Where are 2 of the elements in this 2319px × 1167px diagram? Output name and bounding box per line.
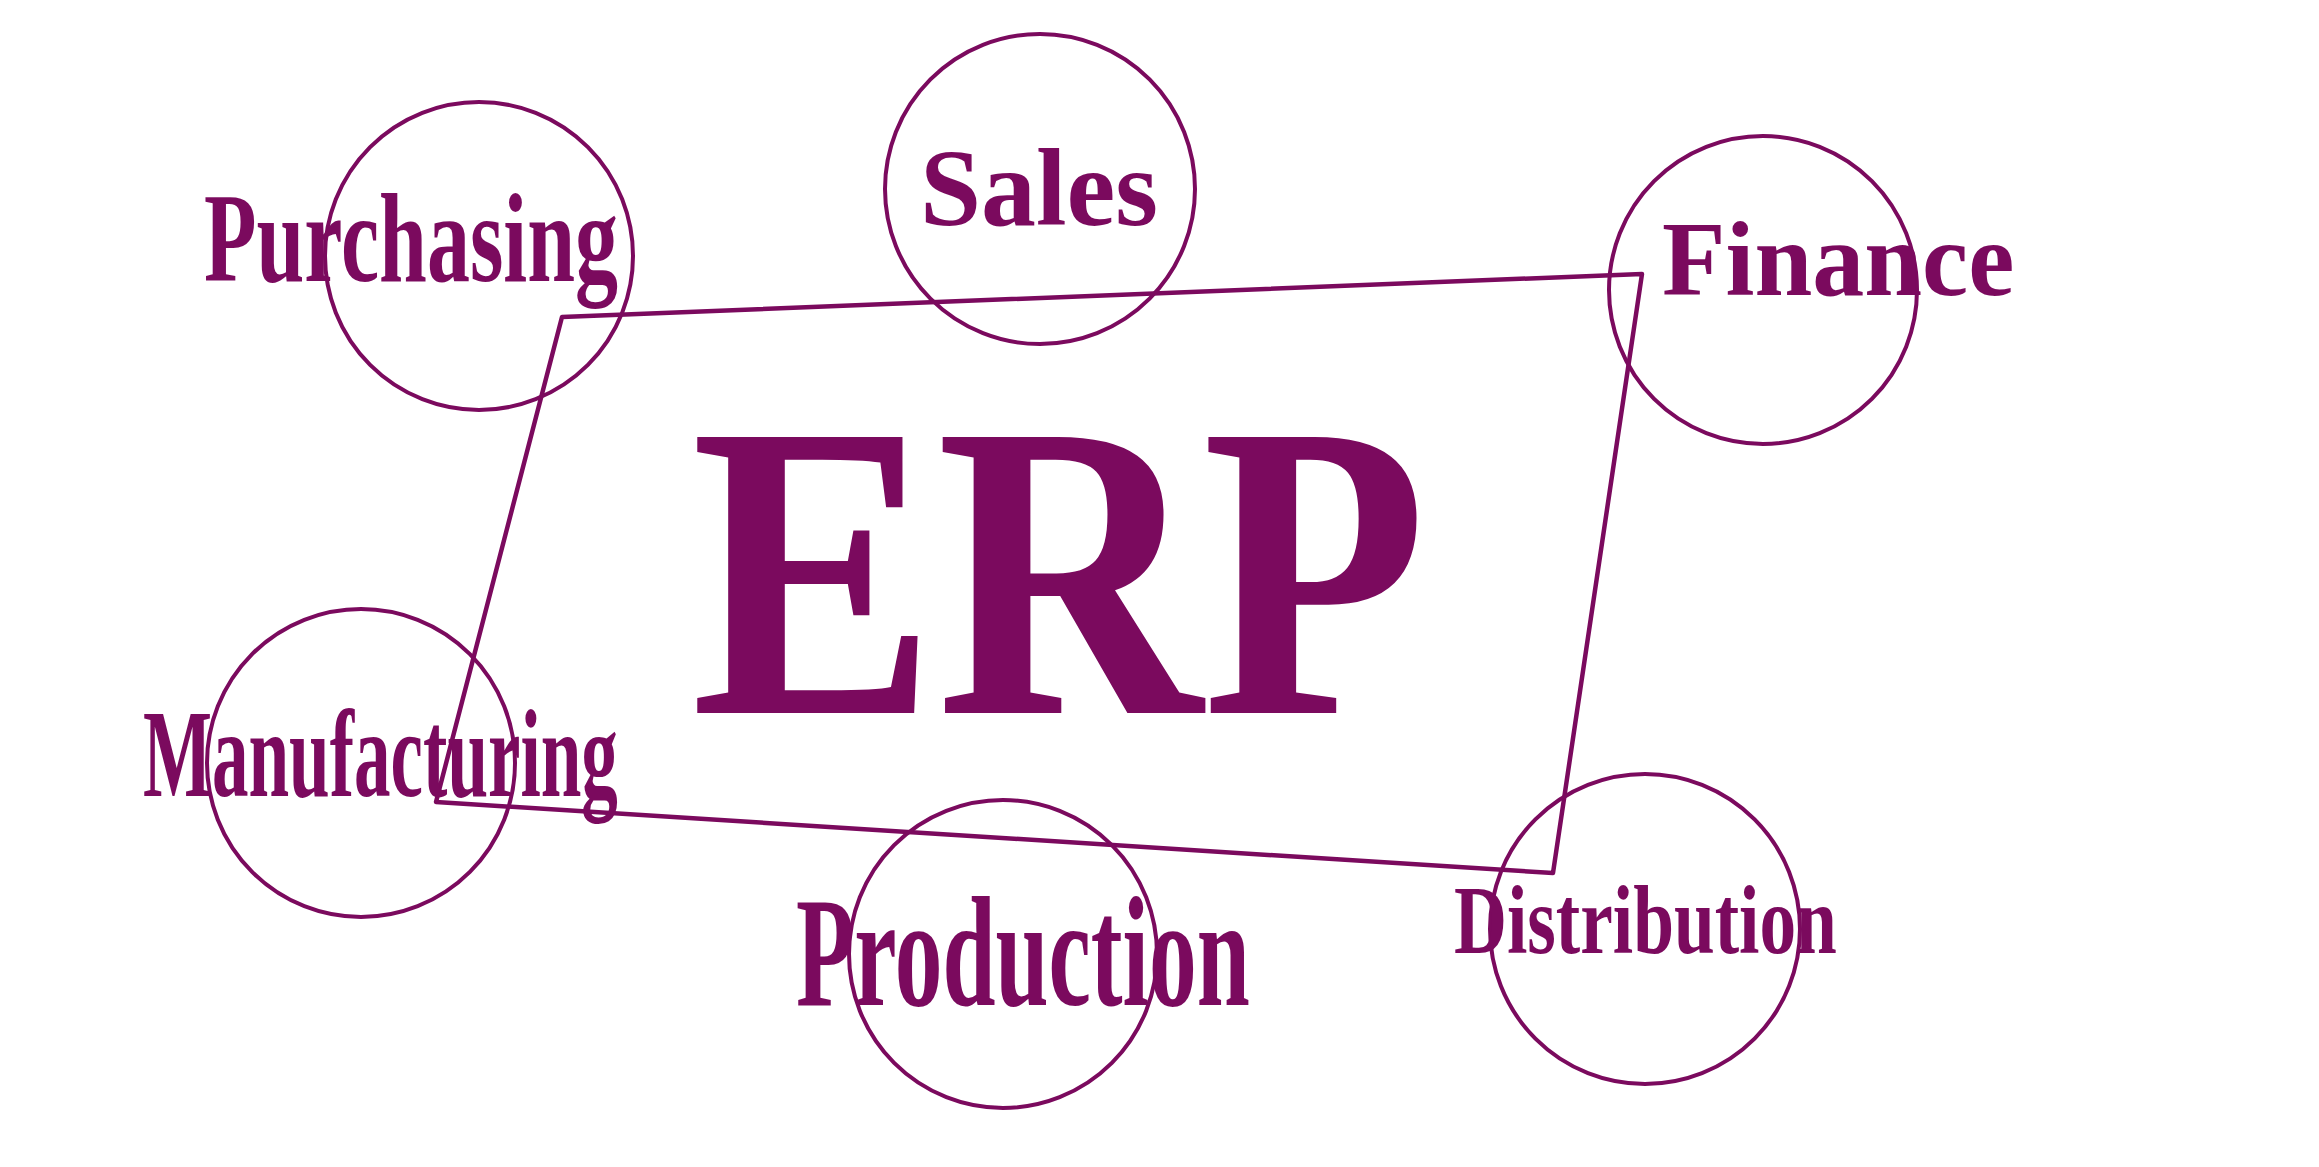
module-label: Sales <box>920 148 1158 229</box>
center-title: ERP <box>691 418 1427 724</box>
